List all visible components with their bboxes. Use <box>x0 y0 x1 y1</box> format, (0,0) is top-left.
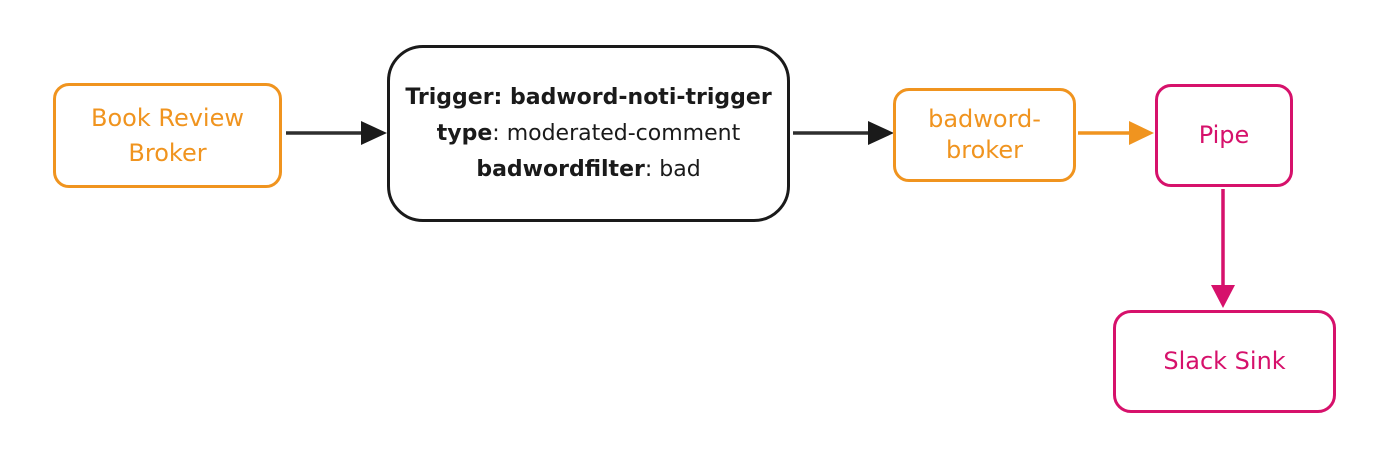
node-pipe: Pipe <box>1155 84 1293 187</box>
node-label-line: badword- <box>928 105 1041 133</box>
arrow-pipe-to-slack-sink <box>1211 189 1235 308</box>
trigger-line-3-rest: : bad <box>644 156 701 182</box>
trigger-line-1: Trigger: badword-noti-trigger <box>405 80 771 116</box>
trigger-line-2-bold: type <box>436 120 493 146</box>
node-label: Slack Sink <box>1163 347 1286 375</box>
node-label-line: Broker <box>128 138 207 167</box>
node-label-line: Book Review <box>91 103 244 132</box>
trigger-line-1-bold: Trigger: badword-noti-trigger <box>405 84 772 110</box>
node-trigger: Trigger: badword-noti-trigger type: mode… <box>387 45 790 222</box>
trigger-line-3: badwordfilter: bad <box>476 152 700 188</box>
trigger-line-2-rest: : moderated-comment <box>492 120 741 146</box>
arrow-book-review-broker-to-trigger <box>286 121 387 145</box>
node-label-line: broker <box>946 136 1023 164</box>
trigger-line-2: type: moderated-comment <box>437 116 740 152</box>
arrow-trigger-to-badword-broker <box>793 121 894 145</box>
trigger-line-3-bold: badwordfilter <box>476 156 645 182</box>
node-label: Pipe <box>1198 121 1250 149</box>
node-badword-broker: badword- broker <box>893 88 1076 182</box>
node-book-review-broker: Book Review Broker <box>53 83 282 188</box>
arrow-badword-broker-to-pipe <box>1078 121 1154 145</box>
node-slack-sink: Slack Sink <box>1113 310 1336 413</box>
